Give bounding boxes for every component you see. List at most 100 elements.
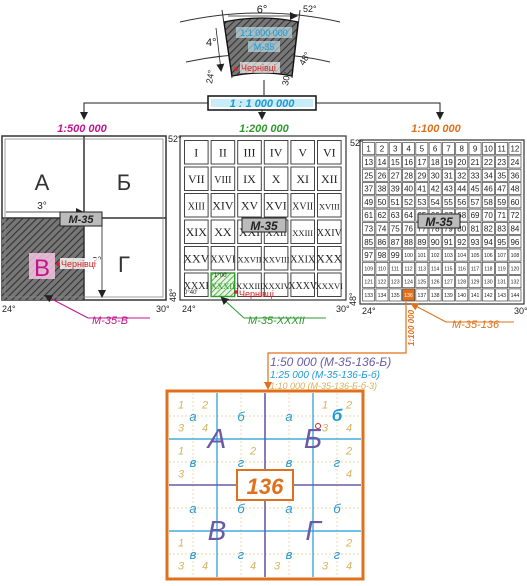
panel-200k-dlat-label: 0°40′ bbox=[184, 290, 198, 296]
panel-100k-cell-box bbox=[428, 248, 442, 262]
panel-100k-cell-box bbox=[428, 142, 442, 156]
panel-200k-cell-box bbox=[237, 272, 262, 297]
detail-big-letter: А bbox=[206, 423, 227, 454]
panel-100k-cell-box bbox=[468, 182, 482, 195]
panel-100k-cell: 11 bbox=[497, 145, 506, 154]
panel-100k-cell-box bbox=[402, 168, 415, 182]
panel-100k-cell: 47 bbox=[497, 185, 506, 194]
globe-height-arrow bbox=[215, 27, 225, 72]
panel-100k-cell-box bbox=[375, 182, 389, 195]
panel-100k-cell-box bbox=[495, 261, 509, 275]
globe-city-dot bbox=[234, 67, 238, 71]
panel-100k-cell: 52 bbox=[404, 198, 413, 207]
panel-100k-cell-box bbox=[481, 248, 495, 262]
panel-100k-cell: 103 bbox=[444, 253, 453, 259]
panel-100k-cell: 122 bbox=[378, 280, 387, 286]
panel-200k-cell: XVIII bbox=[319, 201, 340, 211]
panel-100k-cell-box bbox=[428, 168, 442, 182]
panel-200k-cell: XXXV bbox=[288, 281, 318, 292]
panel-200k-lon-left: 24° bbox=[182, 304, 196, 314]
panel-100k-cell: 19 bbox=[444, 158, 453, 167]
panel-100k-cell: 1 bbox=[366, 145, 371, 154]
detail-digit: 2 bbox=[201, 400, 208, 412]
panel-100k-cell: 82 bbox=[484, 224, 493, 233]
panel-100k-cell-box bbox=[428, 235, 442, 249]
panel-100k-cell-box bbox=[388, 275, 402, 289]
panel-100k-cell-box bbox=[481, 182, 495, 195]
panel-100k-cell-box bbox=[388, 261, 402, 275]
panel-100k-cell: 63 bbox=[391, 211, 400, 220]
panel-200k-cell: XXXI bbox=[184, 281, 209, 292]
main-scale-band bbox=[211, 99, 313, 107]
panel-100k-cell: 118 bbox=[484, 266, 492, 272]
panel-100k-cell: 110 bbox=[378, 266, 386, 272]
panel-100k-cell-box bbox=[362, 275, 376, 289]
panel-200k-cell-box bbox=[184, 272, 209, 297]
panel-100k-cell: 71 bbox=[497, 211, 506, 220]
panel-100k-cell: 143 bbox=[497, 293, 506, 299]
panel-200k-cell-box bbox=[317, 246, 342, 271]
panel-200k-cell: XXVI bbox=[210, 254, 235, 265]
detail-center-code: 136 bbox=[247, 474, 284, 499]
panel-200k-cell-box bbox=[184, 246, 209, 271]
panel-200k-lon-right: 30° bbox=[336, 304, 350, 314]
panel-200k-result: M-35-XXXII bbox=[248, 315, 305, 327]
panel-100k-cell-box bbox=[468, 235, 482, 249]
panel-200k-cell: VI bbox=[323, 145, 336, 159]
detail-digit: 3 bbox=[178, 469, 185, 481]
panel-100k-cell-box bbox=[388, 248, 402, 262]
panel-100k-cell-box bbox=[402, 208, 415, 222]
panel-200k-cell: XV bbox=[241, 198, 259, 212]
panel-100k-cell-box bbox=[442, 288, 455, 302]
panel-100k-cell-box bbox=[468, 275, 482, 289]
legend: 1:50 000 (M-35-136-Б) 1:25 000 (M-35-136… bbox=[270, 355, 391, 391]
panel-100k-cell-box bbox=[455, 248, 469, 262]
globe-lat-top: 52° bbox=[303, 4, 317, 14]
panel-100k-cell: 115 bbox=[444, 266, 452, 272]
panel-100k-cell-box bbox=[375, 288, 389, 302]
panel-100k-cell: 88 bbox=[404, 238, 413, 247]
detail-small-letter: а bbox=[189, 409, 196, 424]
panel-200k-cell-box bbox=[290, 166, 315, 191]
panel-100k-cell-box bbox=[508, 208, 522, 222]
panel-200k-cell-box bbox=[290, 219, 315, 244]
panel-100k-cell-box bbox=[508, 248, 522, 262]
panel-200k-cell-box bbox=[184, 140, 209, 165]
panel-100k-cell: 102 bbox=[431, 253, 440, 259]
panel-100k-cell: 64 bbox=[404, 211, 413, 220]
panel-200k-city: Чернівці bbox=[239, 289, 274, 299]
panel-100k-cell-box bbox=[481, 168, 495, 182]
panel-100k-cell: 41 bbox=[417, 185, 426, 194]
panel-100k-cell-box bbox=[362, 288, 376, 302]
panel-100k-cell-box bbox=[495, 275, 509, 289]
panel-100k-cell: 43 bbox=[444, 185, 453, 194]
panel-100k-cell: 22 bbox=[484, 158, 493, 167]
globe-city-bg bbox=[240, 62, 280, 73]
panel-500k-city: Чернівці bbox=[61, 259, 96, 269]
panel-100k-cell: 54 bbox=[431, 198, 440, 207]
panel-100k-cell-box bbox=[495, 195, 509, 209]
panel-200k-lat-bottom: 48° bbox=[168, 288, 178, 302]
panel-100k-cell: 18 bbox=[431, 158, 440, 167]
panel-200k-code: M-35 bbox=[250, 219, 278, 233]
panel-100k-cell: 48 bbox=[510, 185, 519, 194]
panel-100k-cell-box bbox=[495, 168, 509, 182]
panel-100k-cell-box bbox=[388, 155, 402, 169]
main-arrow-left bbox=[80, 102, 208, 120]
panel-200k-cell: II bbox=[219, 145, 227, 159]
panel-100k-cell-box bbox=[442, 235, 455, 249]
panel-200k-cell: XXXII bbox=[211, 281, 235, 291]
panel-200k-cell: V bbox=[298, 145, 307, 159]
detail-big-letter: Г bbox=[305, 515, 322, 546]
panel-100k-cell: 130 bbox=[484, 280, 493, 286]
panel-100k-cell: 73 bbox=[364, 224, 373, 233]
panel-100k-cell: 81 bbox=[471, 224, 480, 233]
panel-100k-cell-box bbox=[375, 261, 389, 275]
panel-100k-cell: 51 bbox=[391, 198, 400, 207]
panel-100k-cell-box bbox=[468, 195, 482, 209]
panel-100k-cell-box bbox=[508, 275, 522, 289]
panel-100k-cell: 138 bbox=[431, 293, 440, 299]
detail-small-letter: г bbox=[334, 547, 341, 562]
panel-100k-cell-box bbox=[468, 222, 482, 235]
